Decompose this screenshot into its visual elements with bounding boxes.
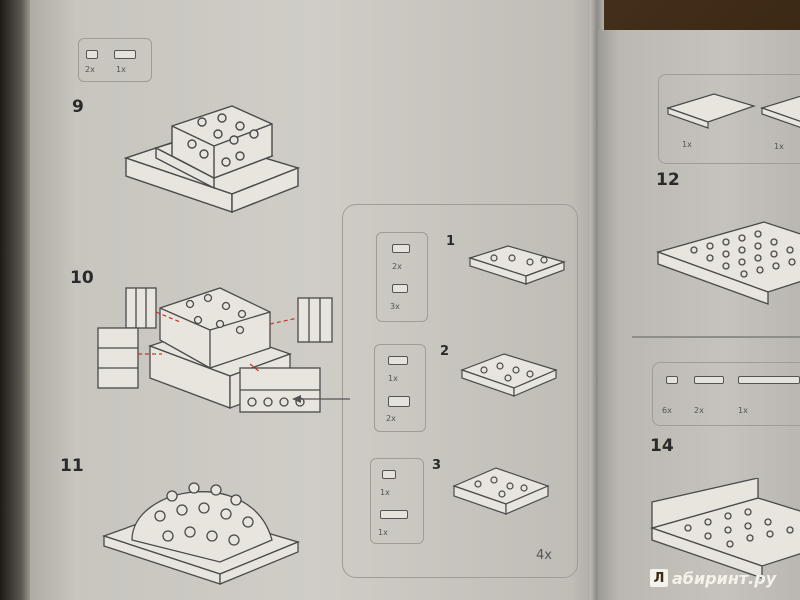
parts-callout-9	[78, 38, 152, 82]
step-number: 14	[650, 436, 674, 456]
part-qty: 2x	[386, 414, 396, 423]
step-number: 12	[656, 170, 680, 190]
part-qty: 1x	[388, 374, 398, 383]
part-qty: 1x	[378, 528, 388, 537]
sub-step-3-illustration	[452, 467, 550, 515]
parts-callout-12	[658, 74, 800, 164]
section-divider	[632, 336, 800, 338]
part-brick	[666, 376, 678, 384]
step-10-illustration	[97, 287, 333, 413]
part-brick	[388, 396, 410, 407]
part-qty: 2x	[392, 262, 402, 271]
parts-callout-3	[370, 458, 424, 544]
step-14-illustration	[649, 478, 800, 579]
step-number: 9	[72, 97, 84, 117]
sub-assembly-box	[342, 204, 578, 578]
part-plate-illustration	[666, 93, 800, 129]
parts-callout-1	[376, 232, 428, 322]
sub-step-number: 3	[432, 458, 442, 473]
part-brick-1x1	[86, 50, 98, 59]
connector-arrow	[292, 395, 350, 403]
part-brick	[392, 244, 410, 253]
part-qty: 1x	[380, 488, 390, 497]
sub-step-number: 2	[440, 344, 450, 359]
part-qty: 1x	[738, 406, 748, 415]
sub-step-number: 1	[446, 234, 456, 249]
step-12-illustration	[655, 221, 800, 305]
part-qty: 6x	[662, 406, 672, 415]
part-qty: 3x	[390, 302, 400, 311]
right-page: 1x 1x 12 6x 2x 1x 14	[598, 30, 800, 600]
part-brick	[388, 356, 408, 365]
step-number: 10	[70, 268, 94, 288]
repeat-count: 4x	[536, 548, 552, 563]
parts-callout-14	[652, 362, 800, 426]
part-qty: 2x	[85, 65, 95, 74]
watermark-text: абиринт.ру	[672, 568, 777, 588]
sub-step-2-illustration	[460, 353, 558, 397]
part-qty: 2x	[694, 406, 704, 415]
part-brick-1x2	[114, 50, 136, 59]
part-brick	[738, 376, 800, 384]
part-brick	[382, 470, 396, 479]
parts-callout-2	[374, 344, 426, 432]
part-qty: 1x	[116, 65, 126, 74]
watermark: Л абиринт.ру	[650, 563, 800, 593]
step-number: 11	[60, 456, 84, 476]
step-9-illustration	[123, 105, 301, 214]
watermark-logo: Л	[650, 569, 668, 587]
sub-step-1-illustration	[468, 245, 566, 285]
part-qty: 1x	[682, 140, 692, 149]
step-11-illustration	[102, 482, 300, 585]
part-brick	[392, 284, 408, 293]
part-brick	[694, 376, 724, 384]
left-page: 2x 1x 9 10 11 1 2 3 2x 3x 1x 2x 1x 1x 4x	[30, 0, 600, 600]
part-qty: 1x	[774, 142, 784, 151]
part-brick	[380, 510, 408, 519]
